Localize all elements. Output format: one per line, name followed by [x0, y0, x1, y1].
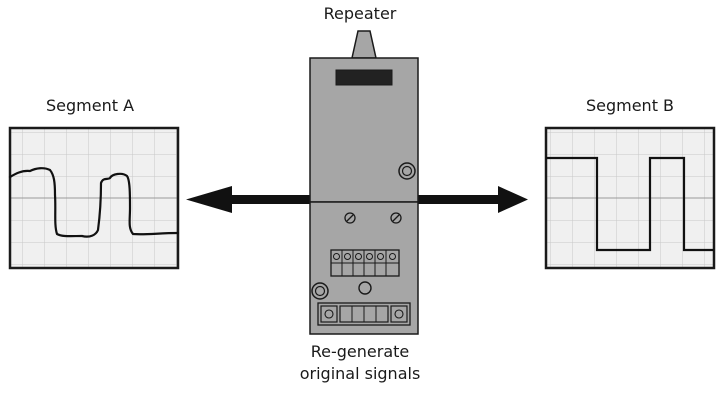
- upper-side-knob: [398, 162, 416, 180]
- segment-a-label: Segment A: [45, 96, 135, 115]
- regenerate-label-line1: Re-generate: [310, 342, 410, 361]
- display-window: [335, 69, 393, 86]
- screw-left: [344, 212, 356, 224]
- segment-b-label: Segment B: [585, 96, 675, 115]
- terminal-block: [330, 249, 400, 277]
- segment-a-scope: [8, 126, 180, 270]
- regenerate-label-line2: original signals: [299, 364, 421, 383]
- top-connector: [351, 30, 377, 59]
- regenerate-label: Re-generate original signals: [260, 341, 460, 385]
- lower-side-knob: [311, 282, 329, 300]
- left-arrow: [186, 186, 312, 213]
- distorted-signal-wave: [8, 167, 180, 238]
- segment-b-scope: [544, 126, 716, 270]
- repeater-device: [309, 30, 419, 335]
- screw-right: [390, 212, 402, 224]
- bottom-connector: [317, 302, 411, 326]
- status-led: [358, 281, 372, 295]
- repeater-label: Repeater: [323, 4, 397, 23]
- regenerated-signal-wave: [546, 156, 714, 252]
- right-arrow: [418, 186, 528, 213]
